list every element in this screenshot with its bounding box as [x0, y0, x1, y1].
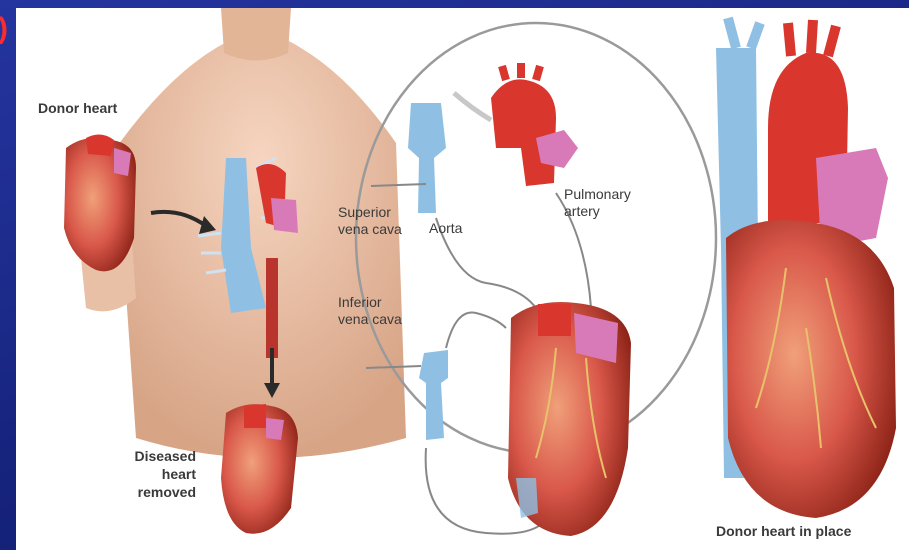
heart-transplant-figure: Donor heart Superior vena cava Aorta Pul…: [16, 8, 909, 550]
diseased-heart-label-line1: Diseased: [96, 448, 196, 465]
callout-pointer-top: [454, 93, 491, 120]
pulmonary-artery-label-line2: artery: [564, 203, 600, 220]
neck: [221, 8, 291, 61]
inferior-vena-cava-label-line1: Inferior: [338, 294, 382, 311]
diseased-heart-pink: [266, 418, 284, 440]
aorta-piece: [491, 79, 556, 186]
donor-heart-in-place-label: Donor heart in place: [716, 523, 851, 540]
superior-vena-cava-piece: [408, 103, 446, 213]
aorta-branches: [502, 63, 540, 80]
superior-vena-cava-label-line1: Superior: [338, 204, 391, 221]
body-pulmonary: [271, 198, 298, 233]
inferior-vena-cava-piece: [419, 350, 448, 440]
torso: [116, 33, 406, 458]
center-heart-blue: [516, 478, 538, 518]
corner-parenthesis: ): [0, 14, 8, 44]
superior-vena-cava-label-line2: vena cava: [338, 221, 402, 238]
diseased-heart-label-line2: heart: [96, 466, 196, 483]
inferior-vena-cava-label-line2: vena cava: [338, 311, 402, 328]
aorta-label: Aorta: [429, 220, 462, 237]
right-vena-cava-top: [728, 18, 760, 48]
pulmonary-artery-label-line1: Pulmonary: [564, 186, 631, 203]
center-heart-aorta: [538, 304, 571, 336]
diseased-heart-top: [244, 404, 266, 428]
donor-heart-label: Donor heart: [38, 100, 117, 117]
body-descending: [266, 258, 278, 358]
donor-heart-aorta: [86, 134, 114, 156]
diseased-heart-label-line3: removed: [96, 484, 196, 501]
right-main-heart: [726, 220, 896, 518]
right-aorta-top: [788, 20, 836, 56]
